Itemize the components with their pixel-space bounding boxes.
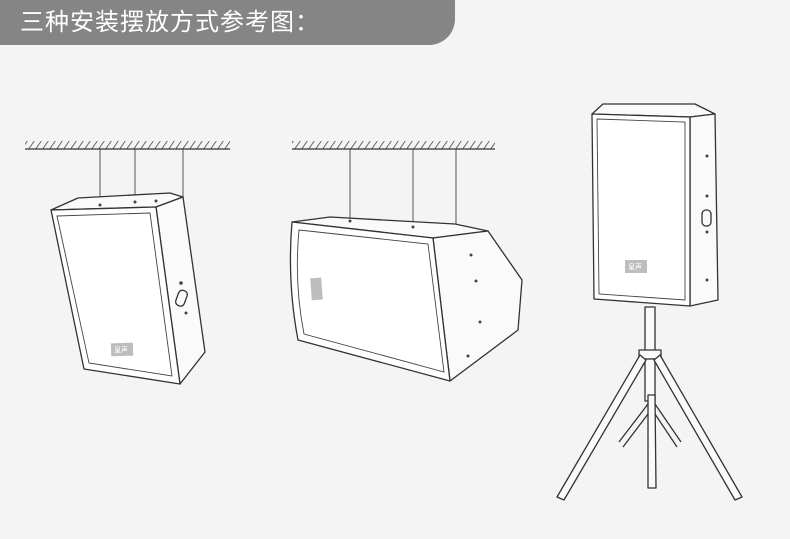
ceiling-hatch (25, 141, 230, 149)
speaker-front (289, 221, 451, 382)
logo-text: 皇声 (114, 345, 128, 354)
ceiling-hung-horizontal-speaker (289, 141, 523, 382)
speaker-front (50, 206, 181, 385)
ceiling-hung-tilted-speaker: 皇声 (25, 141, 230, 385)
speaker-handle (174, 289, 188, 307)
title-banner: 三种安装摆放方式参考图： (0, 0, 455, 45)
tripod-stand (556, 306, 743, 501)
tripod-stand-speaker: 皇声 (556, 103, 743, 501)
speaker-handle (701, 209, 712, 227)
logo-text: 皇声 (628, 262, 642, 271)
page-title: 三种安装摆放方式参考图： (20, 8, 320, 36)
speaker-logo-badge (110, 342, 134, 357)
speaker-logo-badge (625, 260, 647, 273)
ceiling-hatch (292, 141, 495, 149)
speaker-logo-badge (310, 277, 323, 301)
speaker-front (591, 113, 691, 307)
